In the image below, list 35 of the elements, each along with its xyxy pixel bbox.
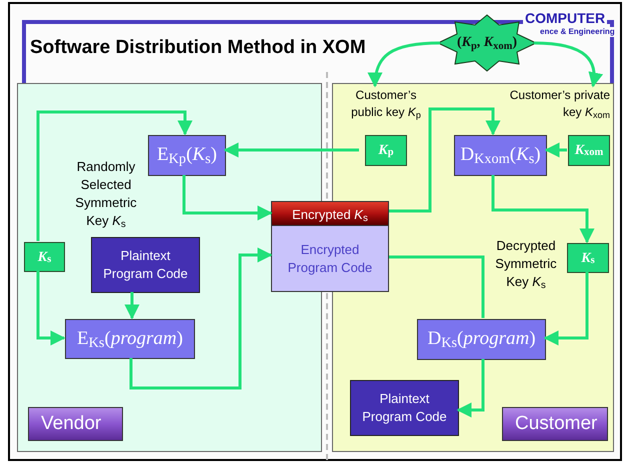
- operation-box: D$_{Kxom}$(K$_{s}$): [454, 135, 547, 176]
- department-subheading: ence & Engineering: [538, 27, 617, 37]
- operation-box: D$_{Ks}$(program): [417, 319, 546, 360]
- connector-arrow: [389, 108, 500, 212]
- operation-box: E$_{Kp}$(K$_{s}$): [148, 135, 226, 176]
- encrypted-key-band: Encrypted K$_{s}$: [271, 201, 389, 226]
- key-box: K$_{p}$: [365, 135, 407, 166]
- key-caption: Customer’s public key K$_{p}$: [350, 87, 422, 121]
- title: Software Distribution Method in XOM: [30, 36, 366, 60]
- connector-arrow: [124, 292, 140, 320]
- key-box: K$_{xom}$: [568, 135, 610, 166]
- key-pair-text: (K$_{p}$, K$_{xom}$): [456, 34, 518, 53]
- connector-arrow: [182, 175, 272, 220]
- key-box: K$_{s}$: [567, 243, 609, 273]
- party-label: Customer: [502, 406, 608, 441]
- connector-arrow: [130, 248, 272, 390]
- encrypted-code-box: Encrypted Program Code: [271, 226, 389, 292]
- connector-arrow: [544, 272, 588, 346]
- party-label: Vendor: [28, 406, 123, 441]
- plaintext-box: Plaintext Program Code: [350, 380, 459, 436]
- operation-box: E$_{Ks}$(program): [65, 319, 195, 359]
- connector-arrow: [456, 359, 484, 418]
- connector-arrow: [36, 271, 66, 346]
- connector-arrow: [224, 142, 359, 158]
- connector-arrow: [368, 42, 440, 88]
- key-caption: Randomly Selected Symmetric Key K$_{s}$: [74, 158, 138, 230]
- connector-arrow: [492, 175, 594, 244]
- connector-arrow: [36, 110, 192, 241]
- connector-arrow: [534, 42, 602, 88]
- connector-arrow: [544, 142, 567, 158]
- key-caption: Customer’s private key K$_{xom}$: [508, 87, 610, 121]
- key-caption: Decrypted Symmetric Key K$_{s}$: [494, 237, 558, 291]
- department-heading: COMPUTER: [523, 10, 608, 26]
- plaintext-box: Plaintext Program Code: [91, 237, 200, 293]
- key-box: K$_{s}$: [24, 242, 65, 272]
